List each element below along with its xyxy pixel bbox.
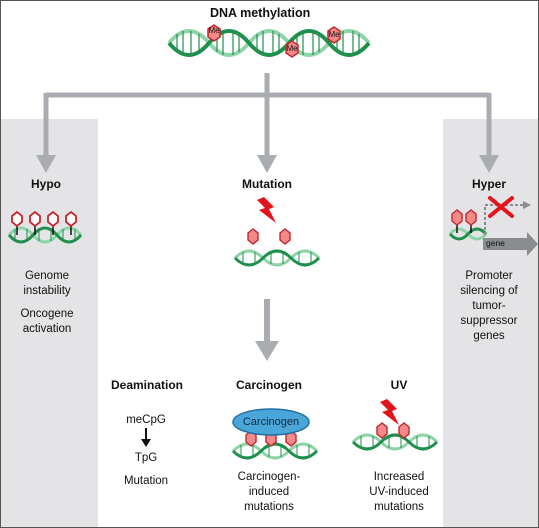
uv-line-2: UV-induced [369,486,429,498]
hypo-heading: Hypo [31,177,61,191]
methyl-label-3: Me [328,30,340,39]
hypo-line-4: Oncogene [20,308,74,320]
carcinogen-line-2: induced [248,486,290,498]
deamination-result: Mutation [123,475,169,487]
arrowhead-hyper [479,155,499,173]
uv-heading: UV [390,378,408,392]
hyper-heading: Hyper [471,177,506,191]
uv-dna-helix [351,422,439,451]
hypo-description: Genome instability Oncogene activation [6,269,88,337]
carcinogen-heading: Carcinogen [235,378,302,392]
methyl-group-1 [207,24,221,42]
uv-description: Increased UV-induced mutations [354,470,444,515]
methyl-label-2: Me [286,44,298,53]
hypo-panel-background [1,119,98,527]
deamination-to: TpG [134,452,158,464]
carcinogen-description: Carcinogen- induced mutations [227,470,311,515]
hyper-line-2: silencing of [460,285,518,297]
methyl-group-3 [327,26,341,44]
hyper-line-1: Promoter [465,270,513,282]
carcinogen-line-3: mutations [244,501,294,513]
carcinogen-blob-label: Carcinogen [242,416,300,428]
hypo-line-2: instability [23,285,71,297]
hyper-line-5: genes [473,330,505,342]
uv-line-1: Increased [373,471,425,483]
hypo-dna-helix [7,210,83,244]
mutation-heading: Mutation [242,177,292,191]
gene-expression-arrow [483,201,538,256]
arrowhead-hypo [36,155,56,173]
gene-label: gene [486,238,505,248]
arrowhead-mutation [257,155,277,173]
diagram-title: DNA methylation [210,6,311,20]
hyper-description: Promoter silencing of tumor- suppressor … [448,269,530,344]
carcinogen-line-1: Carcinogen- [237,471,301,483]
deamination-from: meCpG [126,414,166,426]
hypo-line-3 [6,299,88,307]
methyl-label-1: Me [208,26,220,35]
methyl-group-2 [285,40,299,58]
hypo-line-5: activation [22,323,72,335]
arrowhead-mutation-down [255,341,279,361]
blocked-transcription-icon [488,196,514,218]
hyper-panel-background [443,119,538,527]
hyper-line-4: suppressor [460,315,518,327]
deamination-heading: Deamination [110,378,183,392]
mutation-dna-helix [233,228,321,267]
flow-arrows [36,73,499,361]
carcinogen-blob [232,408,310,436]
hyper-line-3: tumor- [472,300,506,312]
hyper-dna-helix [448,209,488,241]
uv-line-3: mutations [374,501,424,513]
hypo-line-1: Genome [24,270,70,282]
mutation-lightning-icon [257,197,276,223]
deamination-arrow [141,428,151,447]
uv-lightning-icon [380,399,399,425]
